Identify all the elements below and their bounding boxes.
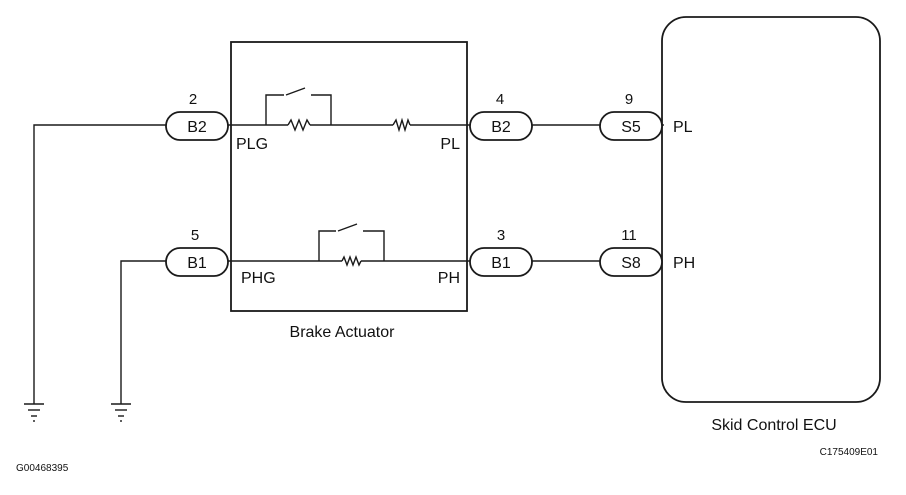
connector-code: S5 [621, 119, 641, 136]
ground-symbol-left [24, 403, 44, 422]
switch-upper-blade [285, 87, 306, 96]
ecu-terminal-pl-label: PL [673, 119, 693, 136]
ground-symbol-right [111, 403, 131, 422]
connector-b2-left: B2 2 [165, 91, 229, 141]
connector-s8: S8 11 [599, 227, 663, 277]
figure-code-right: C175409E01 [820, 447, 879, 458]
switch-upper-right-leg [311, 94, 332, 125]
terminal-pl-label: PL [440, 136, 460, 153]
skid-control-ecu-title: Skid Control ECU [711, 417, 836, 434]
switch-lower-right-leg [363, 230, 385, 261]
resistor-plg [287, 118, 311, 132]
connector-code: S8 [621, 255, 641, 272]
ecu-terminal-ph-label: PH [673, 255, 695, 272]
brake-actuator-title: Brake Actuator [290, 324, 396, 341]
pin-number: 9 [625, 91, 633, 108]
connector-b1-right: B1 3 [469, 227, 533, 277]
switch-lower-blade [337, 223, 358, 232]
figure-code-left: G00468395 [16, 463, 69, 474]
connector-code: B2 [187, 119, 207, 136]
switch-lower-left-leg [318, 230, 336, 261]
terminal-phg-label: PHG [241, 270, 276, 287]
connector-s5: S5 9 [599, 91, 663, 141]
resistor-pl [392, 117, 411, 133]
pin-number: 3 [497, 227, 505, 244]
ground-wire-plg [33, 124, 168, 404]
terminal-ph-label: PH [438, 270, 460, 287]
pin-number: 2 [189, 91, 197, 108]
connector-code: B1 [187, 255, 207, 272]
pin-number: 11 [621, 227, 637, 244]
switch-upper-left-leg [265, 94, 284, 125]
skid-control-ecu-box [661, 16, 881, 403]
connector-code: B1 [491, 255, 511, 272]
resistor-ph [341, 255, 362, 267]
connector-b2-right: B2 4 [469, 91, 533, 141]
connector-code: B2 [491, 119, 511, 136]
pin-number: 4 [496, 91, 504, 108]
ground-wire-phg [120, 260, 168, 404]
terminal-plg-label: PLG [236, 136, 268, 153]
connector-b1-left: B1 5 [165, 227, 229, 277]
pin-number: 5 [191, 227, 199, 244]
brake-actuator-box [230, 41, 468, 312]
